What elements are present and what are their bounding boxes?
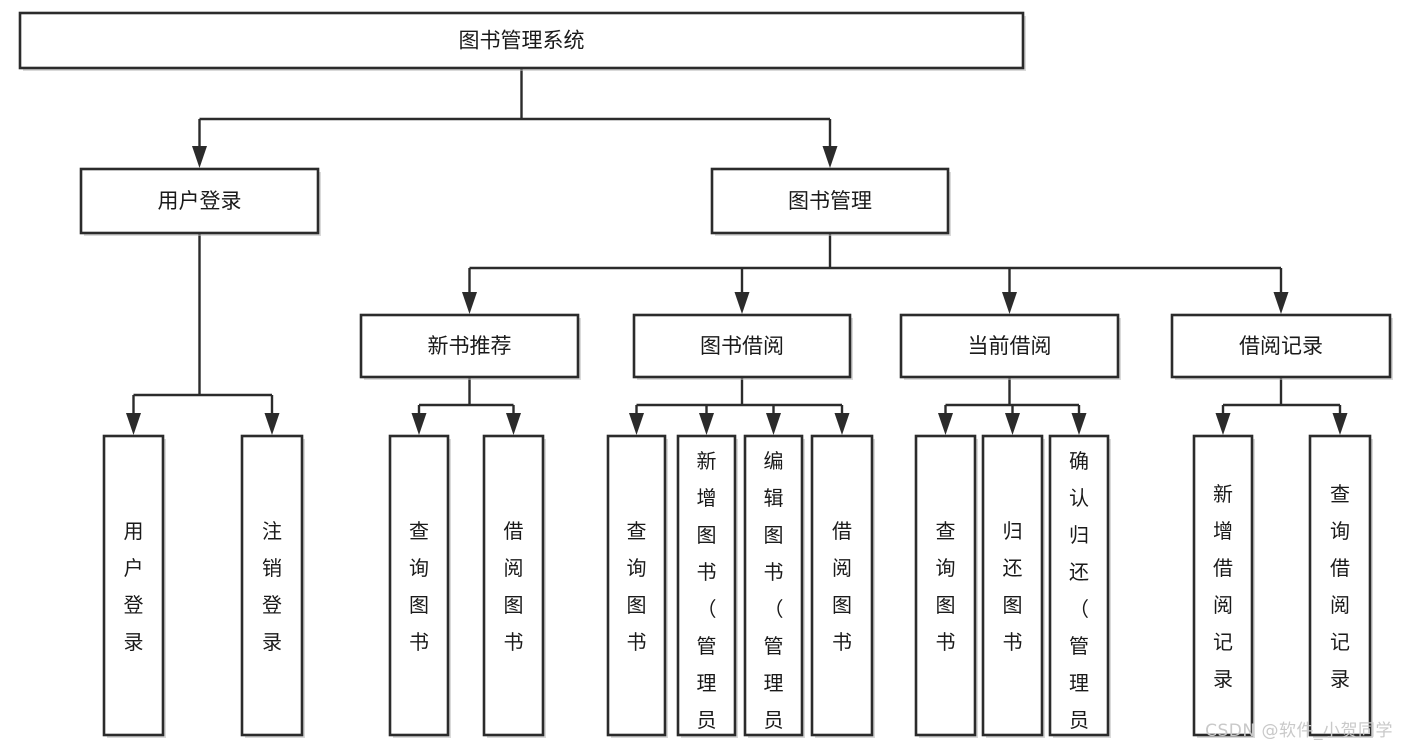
arrow-head-icon: [629, 413, 644, 435]
node-box: [1170, 313, 1392, 379]
arrow-head-icon: [699, 413, 714, 435]
node-label: 归还图书: [1003, 519, 1023, 654]
node-box: [1048, 434, 1110, 737]
node-l-b2[interactable]: 借阅图书: [810, 434, 875, 738]
node-box: [914, 434, 977, 737]
connector-group-login: [126, 233, 280, 435]
node-l-q3[interactable]: 查询图书: [914, 434, 978, 738]
node-root[interactable]: 图书管理系统: [18, 11, 1026, 71]
node-box: [810, 434, 874, 737]
node-label: 借阅图书: [832, 519, 852, 654]
connector-group-newrec: [411, 377, 521, 435]
connector-group-root: [192, 68, 838, 168]
node-box: [981, 434, 1044, 737]
arrow-head-icon: [1273, 292, 1289, 314]
node-records[interactable]: 借阅记录: [1170, 313, 1393, 380]
connector-layer: [126, 68, 1348, 435]
node-label: 新书推荐: [428, 334, 512, 358]
arrow-head-icon: [938, 413, 953, 435]
node-label: 图书借阅: [700, 334, 784, 358]
node-l-b1[interactable]: 借阅图书: [482, 434, 546, 738]
node-box: [1192, 434, 1254, 737]
node-l-logout[interactable]: 注销登录: [240, 434, 305, 738]
arrow-head-icon: [192, 146, 207, 168]
arrow-head-icon: [1332, 413, 1348, 435]
node-box: [899, 313, 1120, 379]
node-label: 借阅记录: [1239, 334, 1323, 358]
arrow-head-icon: [1002, 292, 1017, 314]
node-box: [18, 11, 1025, 70]
arrow-head-icon: [506, 413, 521, 435]
node-l-add[interactable]: 新增图书（管理员）: [676, 434, 738, 747]
node-box: [102, 434, 165, 737]
node-label: 用户登录: [124, 519, 144, 654]
arrow-head-icon: [1005, 413, 1020, 435]
arrow-head-icon: [1071, 413, 1087, 435]
node-borrow[interactable]: 图书借阅: [632, 313, 853, 380]
node-l-conf[interactable]: 确认归还（管理员）: [1048, 434, 1111, 747]
node-label: 用户登录: [158, 189, 242, 213]
arrow-head-icon: [126, 413, 141, 435]
node-l-q1[interactable]: 查询图书: [388, 434, 451, 738]
node-label: 编辑图书（管理员）: [764, 449, 784, 747]
node-l-qrec[interactable]: 查询借阅记录: [1308, 434, 1373, 738]
node-label: 图书管理: [788, 189, 872, 213]
connector-group-borrow: [629, 377, 850, 435]
node-layer: 图书管理系统用户登录图书管理新书推荐图书借阅当前借阅借阅记录用户登录注销登录查询…: [18, 11, 1393, 747]
node-box: [359, 313, 580, 379]
node-box: [388, 434, 450, 737]
node-label: 确认归还（管理员）: [1069, 449, 1089, 747]
node-label: 图书管理系统: [459, 29, 585, 53]
node-box: [79, 167, 320, 235]
arrow-head-icon: [1215, 413, 1231, 435]
arrow-head-icon: [834, 413, 850, 435]
node-bookmgr[interactable]: 图书管理: [710, 167, 951, 236]
node-label: 查询图书: [936, 519, 956, 654]
node-l-addrec[interactable]: 新增借阅记录: [1192, 434, 1255, 738]
connector-group-current: [938, 377, 1087, 435]
node-box: [240, 434, 304, 737]
node-box: [632, 313, 852, 379]
node-box: [743, 434, 804, 737]
arrow-head-icon: [462, 292, 477, 314]
arrow-head-icon: [822, 146, 838, 168]
node-l-edit[interactable]: 编辑图书（管理员）: [743, 434, 805, 747]
node-label: 当前借阅: [968, 334, 1052, 358]
node-current[interactable]: 当前借阅: [899, 313, 1121, 380]
node-label: 查询图书: [409, 519, 429, 654]
node-newrec[interactable]: 新书推荐: [359, 313, 581, 380]
connector-group-records: [1215, 377, 1348, 435]
node-label: 借阅图书: [504, 519, 524, 654]
arrow-head-icon: [411, 413, 427, 435]
node-box: [710, 167, 950, 235]
node-label: 新增借阅记录: [1213, 482, 1233, 691]
node-l-login[interactable]: 用户登录: [102, 434, 166, 738]
arrow-head-icon: [264, 413, 280, 435]
connector-group-bookmgr: [462, 233, 1289, 314]
node-login[interactable]: 用户登录: [79, 167, 321, 236]
node-label: 新增图书（管理员）: [697, 449, 717, 747]
node-l-ret[interactable]: 归还图书: [981, 434, 1045, 738]
node-label: 注销登录: [262, 519, 282, 654]
arrow-head-icon: [734, 292, 750, 314]
node-l-q2[interactable]: 查询图书: [606, 434, 668, 738]
arrow-head-icon: [766, 413, 781, 435]
node-box: [606, 434, 667, 737]
node-box: [676, 434, 737, 737]
node-box: [482, 434, 545, 737]
node-label: 查询借阅记录: [1330, 482, 1350, 691]
node-label: 查询图书: [627, 519, 647, 654]
node-box: [1308, 434, 1372, 737]
